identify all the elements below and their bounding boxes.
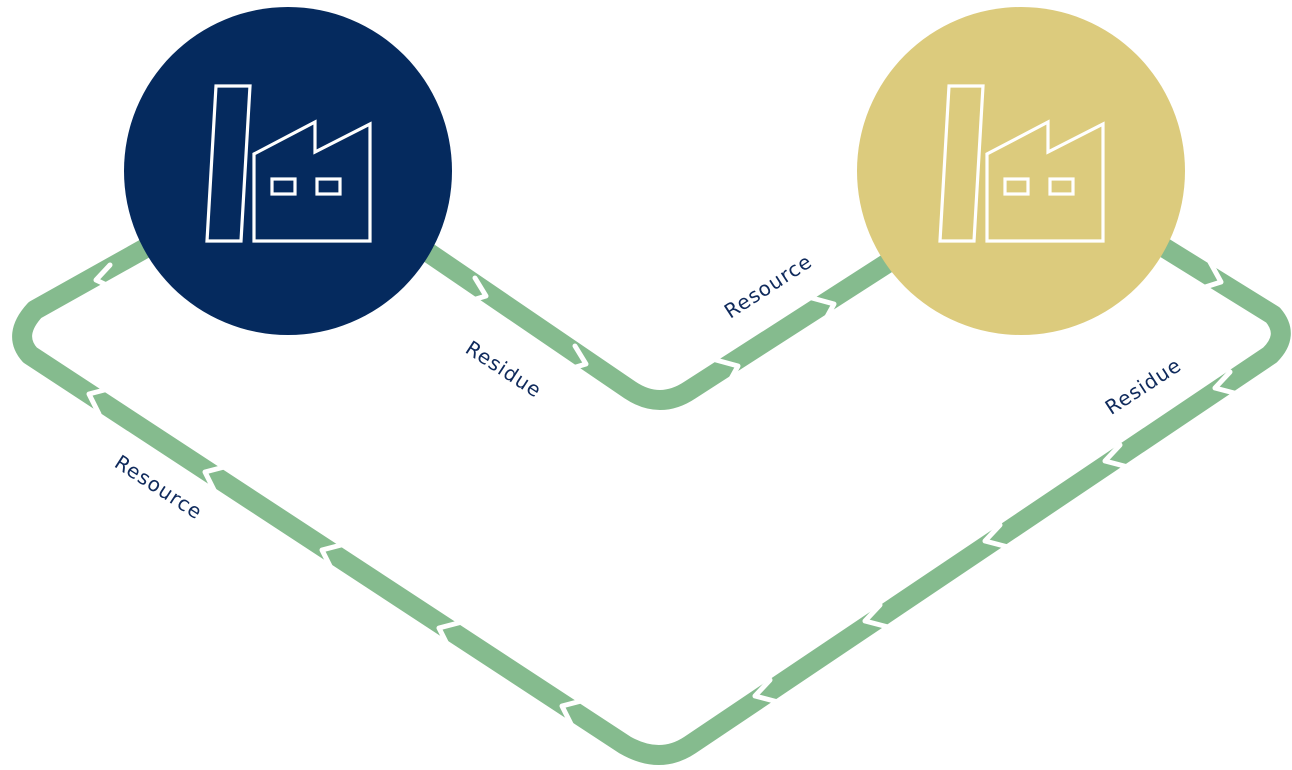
inner-flow-chevrons [463,275,837,389]
flow-arrow-chevron [752,677,781,705]
flow-arrow-chevron [862,602,891,630]
flow-arrow-chevron [463,275,489,305]
flow-arrow-chevron [559,697,588,729]
flow-arrow-chevron [1196,259,1224,292]
factory-b-node [857,7,1185,335]
factory-a-node [124,7,452,335]
factory-icon [938,84,1105,243]
residue-label-a-to-b: Residue [461,336,546,403]
flow-arrow-chevron [436,619,465,651]
flow-arrow-chevron [93,262,120,293]
flow-arrow-chevron [809,295,837,327]
flow-arrow-chevron [563,343,589,373]
factory-b-circle [857,7,1185,335]
flow-arrow-chevron [1212,369,1241,397]
flow-arrow-chevron [713,357,741,389]
outer-flow-chevrons [86,259,1241,729]
flow-arrow-chevron [319,541,348,573]
flow-arrow-chevron [86,385,115,417]
flow-arrow-chevron [1102,442,1131,470]
flow-arrow-chevron [202,463,231,495]
inner-flow-path [400,230,910,410]
outer-flow-path [12,230,1291,765]
factory-icon [205,84,372,243]
factory-a-circle [124,7,452,335]
flow-arrow-chevron [982,522,1011,550]
